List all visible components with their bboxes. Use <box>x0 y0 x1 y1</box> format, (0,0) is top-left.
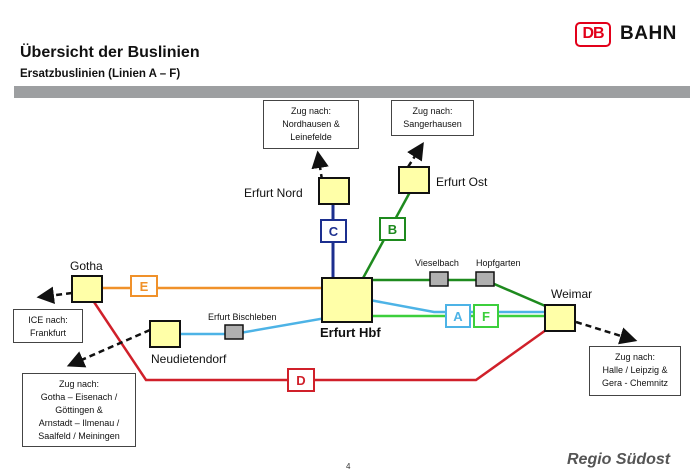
header-divider-bar <box>14 86 690 98</box>
connection-arrow-frankfurt <box>36 286 73 304</box>
station-label-weimar: Weimar <box>551 287 592 301</box>
line-label-d: D <box>287 368 315 392</box>
stop-marker-erfurt-bischleben <box>224 324 244 340</box>
stop-label-erfurt-bischleben: Erfurt Bischleben <box>208 312 277 322</box>
svg-text:B: B <box>388 222 397 237</box>
connection-box-halle: Zug nach: Halle / Leipzig & Gera - Chemn… <box>589 346 681 396</box>
line-b-route-weimar <box>372 278 551 310</box>
station-marker-erfurt-hbf <box>321 277 373 323</box>
svg-text:F: F <box>482 309 490 324</box>
station-label-gotha: Gotha <box>70 259 103 273</box>
svg-text:A: A <box>453 309 463 324</box>
station-marker-erfurt-ost <box>398 166 430 194</box>
regio-suedost-brand: Regio Südost <box>567 451 671 468</box>
page-number: 4 <box>346 462 351 471</box>
connection-arrow-sangerhausen <box>406 142 424 168</box>
db-logo-mark: DB <box>575 22 611 47</box>
stop-label-hopfgarten: Hopfgarten <box>476 258 521 268</box>
line-label-a: A <box>445 304 471 328</box>
db-logo-word: BAHN <box>620 23 677 44</box>
station-marker-neudietendorf <box>149 320 181 348</box>
station-marker-erfurt-nord <box>318 177 350 205</box>
station-label-erfurt-ost: Erfurt Ost <box>436 175 488 189</box>
connection-box-sangerhausen: Zug nach: Sangerhausen <box>391 100 474 136</box>
station-marker-gotha <box>71 275 103 303</box>
connection-box-nordhausen: Zug nach: Nordhausen & Leinefelde <box>263 100 359 149</box>
svg-text:E: E <box>140 279 149 294</box>
page-subtitle: Ersatzbuslinien (Linien A – F) <box>20 68 181 80</box>
station-label-erfurt-hbf: Erfurt Hbf <box>320 325 381 340</box>
svg-text:D: D <box>296 373 305 388</box>
line-label-b: B <box>379 217 406 241</box>
connection-arrow-gotha-eisenach <box>66 328 151 368</box>
connection-box-frankfurt: ICE nach: Frankfurt <box>13 309 83 343</box>
station-marker-weimar <box>544 304 576 332</box>
line-label-e: E <box>130 275 158 297</box>
connection-arrow-nordhausen <box>311 150 329 181</box>
connection-box-gotha-eisenach: Zug nach: Gotha – Eisenach / Göttingen &… <box>22 373 136 447</box>
stop-marker-vieselbach <box>429 271 449 287</box>
station-label-erfurt-nord: Erfurt Nord <box>244 186 303 200</box>
svg-text:C: C <box>329 224 339 239</box>
connection-arrow-halle <box>575 320 638 345</box>
stop-label-vieselbach: Vieselbach <box>415 258 459 268</box>
station-label-neudietendorf: Neudietendorf <box>151 352 227 366</box>
line-label-c: C <box>320 219 347 243</box>
line-label-f: F <box>473 304 499 328</box>
stop-marker-hopfgarten <box>475 271 495 287</box>
page-title: Übersicht der Buslinien <box>20 44 200 61</box>
